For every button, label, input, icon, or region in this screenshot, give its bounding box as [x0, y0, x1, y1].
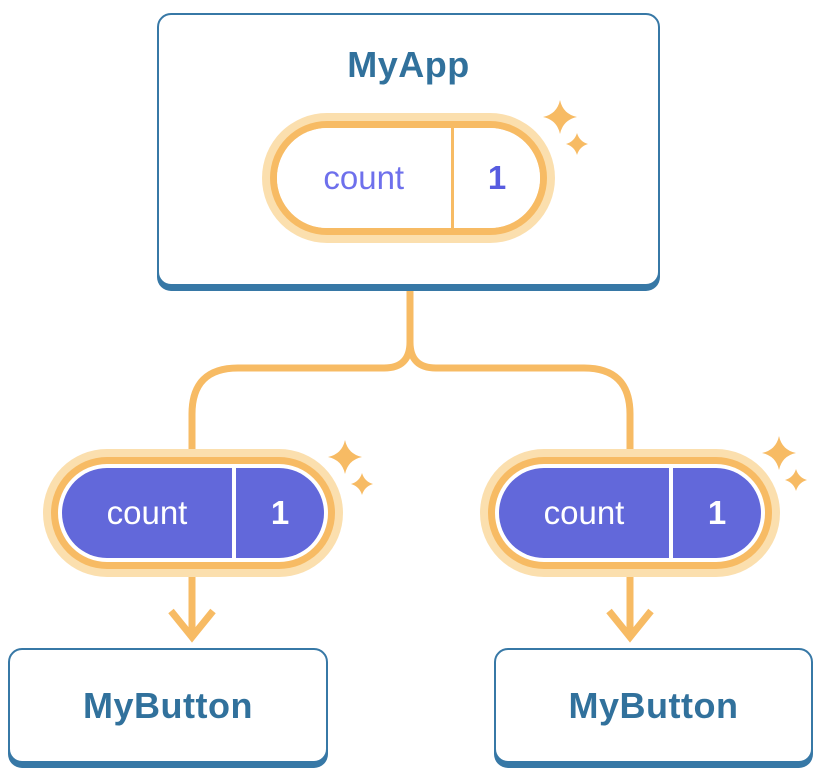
state-value-label: 1 — [270, 494, 290, 531]
state-value-label: 1 — [707, 494, 727, 531]
state-value-cell: 1 — [236, 468, 324, 558]
state-value-cell: 1 — [454, 128, 540, 228]
branch-line-right — [406, 282, 634, 632]
component-card-root: MyApp count 1 — [157, 13, 660, 286]
sparkle-star-large — [762, 436, 796, 470]
state-key-label: count — [323, 159, 405, 196]
sparkle-star-large — [543, 100, 577, 134]
state-pill-ring: count 1 — [270, 121, 547, 235]
branch-line-left — [188, 282, 414, 632]
sparkle-star-small — [566, 133, 588, 155]
component-card-child-right: MyButton — [494, 648, 813, 763]
component-title: MyButton — [83, 684, 253, 726]
state-pill-divider — [669, 468, 673, 558]
state-pill-ring: count 1 — [51, 457, 335, 569]
state-pill-child-right: count 1 — [480, 449, 780, 577]
component-title: MyButton — [568, 684, 739, 726]
state-key-cell: count — [499, 468, 669, 558]
sparkle-star-small — [785, 469, 807, 491]
state-value-cell: 1 — [673, 468, 761, 558]
state-pill-gap: count 1 — [277, 128, 540, 228]
component-title: MyApp — [347, 44, 470, 85]
state-key-cell: count — [277, 128, 451, 228]
state-key-label: count — [543, 494, 625, 531]
state-pill-body: count 1 — [277, 128, 540, 228]
state-pill-body: count 1 — [62, 468, 324, 558]
state-pill-divider — [450, 128, 454, 228]
state-pill-gap: count 1 — [58, 464, 328, 562]
state-pill-gap: count 1 — [495, 464, 765, 562]
state-pill-root: count 1 — [262, 113, 555, 243]
arrowhead-left-icon — [168, 608, 216, 643]
state-key-cell: count — [62, 468, 232, 558]
sparkles-icon — [328, 440, 373, 495]
sparkle-star-small — [351, 473, 373, 495]
state-value-label: 1 — [487, 159, 507, 196]
sparkles-icon — [762, 436, 807, 491]
state-pill-body: count 1 — [499, 468, 761, 558]
component-card-child-left: MyButton — [8, 648, 328, 763]
sparkle-star-large — [328, 440, 362, 474]
arrowhead-right-icon — [606, 608, 654, 643]
state-pill-divider — [232, 468, 236, 558]
sparkles-icon — [543, 100, 588, 155]
state-pill-child-left: count 1 — [43, 449, 343, 577]
state-key-label: count — [106, 494, 188, 531]
state-pill-ring: count 1 — [488, 457, 772, 569]
